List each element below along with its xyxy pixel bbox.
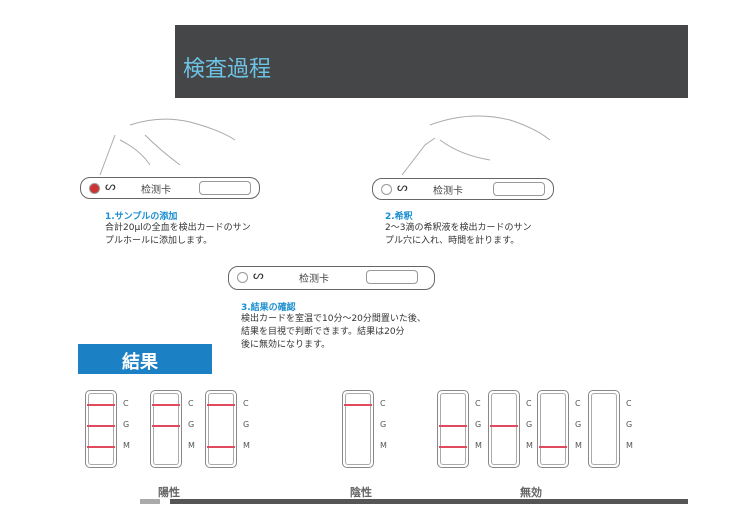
result-window — [366, 270, 418, 284]
card-symbol-icon: ᔕ — [397, 180, 408, 194]
step-text: 結果を目視で判断できます。結果は20分 — [241, 327, 405, 337]
sample-well-icon — [381, 184, 392, 195]
test-line-g — [87, 425, 115, 427]
line-label: M — [188, 441, 195, 450]
card-label: 检测卡 — [433, 186, 463, 197]
step-title: 1.サンプルの添加 — [105, 212, 178, 222]
step-text: 検出カードを室温で10分～20分間置いた後、 — [241, 314, 426, 324]
line-label: C — [626, 399, 632, 408]
test-strip: C G M — [588, 390, 633, 468]
step-text: 2～3滴の希釈液を検出カードのサン — [385, 223, 532, 233]
test-line-m — [439, 446, 467, 448]
strip-window — [153, 393, 179, 465]
result-window — [493, 182, 545, 196]
results-title: 結果 — [122, 352, 158, 373]
step-3: 3.結果の確認検出カードを室温で10分～20分間置いた後、結果を目視で判断できま… — [241, 300, 426, 352]
test-line-c — [344, 404, 372, 406]
strip-window — [345, 393, 371, 465]
test-strip: C G M — [537, 390, 582, 468]
step-text: 合計20µlの全血を検出カードのサン — [105, 223, 251, 233]
test-strip: C G M — [342, 390, 387, 468]
step-title: 2.希釈 — [385, 212, 413, 222]
test-line-m — [87, 446, 115, 448]
line-label: G — [380, 420, 387, 429]
card-label: 检测卡 — [299, 274, 329, 285]
hand-dropper-illustration — [401, 115, 550, 176]
line-label: C — [380, 399, 386, 408]
card-symbol-icon: ᔕ — [253, 268, 264, 282]
line-label: C — [475, 399, 481, 408]
line-label: G — [526, 420, 533, 429]
test-line-g — [152, 425, 180, 427]
category-negative: 陰性 — [350, 486, 372, 499]
divider-bar — [170, 499, 688, 504]
category-invalid: 無効 — [520, 486, 542, 499]
test-line-c — [207, 404, 235, 406]
test-line-m — [539, 446, 567, 448]
test-card-1: ᔕ 检测卡 — [80, 177, 260, 199]
divider-accent — [140, 499, 160, 504]
category-positive: 陽性 — [158, 486, 180, 499]
line-label: M — [526, 441, 533, 450]
line-label: M — [475, 441, 482, 450]
line-label: C — [526, 399, 532, 408]
page-title: 検査過程 — [183, 57, 272, 82]
test-line-m — [207, 446, 235, 448]
strip-window — [440, 393, 466, 465]
line-label: G — [123, 420, 130, 429]
line-label: M — [575, 441, 582, 450]
hand-pipette-illustration — [99, 118, 236, 176]
card-label: 检测卡 — [141, 185, 171, 196]
result-window — [199, 181, 251, 195]
line-label: C — [188, 399, 194, 408]
test-line-g — [490, 425, 518, 427]
sample-well-icon — [89, 183, 100, 194]
line-label: G — [243, 420, 250, 429]
card-symbol-icon: ᔕ — [105, 179, 116, 193]
strip-window — [491, 393, 517, 465]
step-title: 3.結果の確認 — [241, 303, 296, 313]
test-card-3: ᔕ 检测卡 — [228, 266, 435, 290]
line-label: G — [475, 420, 482, 429]
step-text: 後に無効になります。 — [241, 340, 331, 350]
line-label: C — [123, 399, 129, 408]
test-line-c — [152, 404, 180, 406]
step-1: 1.サンプルの添加合計20µlの全血を検出カードのサンプルホールに添加します。 — [105, 209, 251, 248]
line-label: M — [626, 441, 633, 450]
strip-window — [591, 393, 617, 465]
line-label: G — [626, 420, 633, 429]
step-text: プルホールに添加します。 — [105, 236, 213, 246]
test-strip: C G M — [437, 390, 482, 468]
test-card-2: ᔕ 检测卡 — [372, 178, 554, 200]
strip-window — [208, 393, 234, 465]
section-header: 検査過程 — [175, 25, 688, 98]
line-label: M — [123, 441, 130, 450]
line-label: M — [380, 441, 387, 450]
results-heading: 結果 — [78, 344, 212, 374]
strip-window — [540, 393, 566, 465]
test-strip: C G M — [150, 390, 195, 468]
line-label: C — [243, 399, 249, 408]
line-label: C — [575, 399, 581, 408]
test-line-g — [439, 425, 467, 427]
sample-well-icon — [237, 272, 248, 283]
test-strip: C G M — [85, 390, 130, 468]
line-label: G — [575, 420, 582, 429]
test-line-c — [87, 404, 115, 406]
strip-window — [88, 393, 114, 465]
line-label: G — [188, 420, 195, 429]
step-text: プル穴に入れ、時間を計ります。 — [385, 236, 520, 246]
test-strip: C G M — [205, 390, 250, 468]
test-strip: C G M — [488, 390, 533, 468]
line-label: M — [243, 441, 250, 450]
